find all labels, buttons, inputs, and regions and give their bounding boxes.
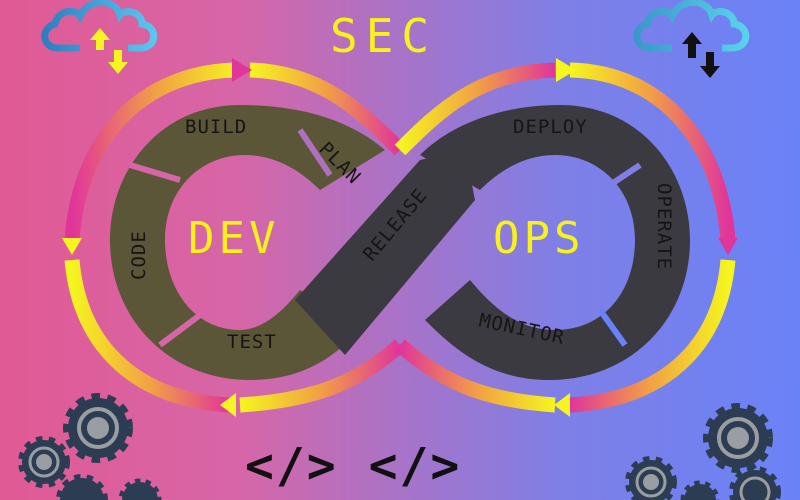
gears-icon-left (18, 393, 162, 500)
segment-dividers (129, 128, 642, 348)
ops-label: OPS (493, 213, 584, 264)
outer-arrows-right (394, 62, 736, 413)
outer-arrows-left (64, 62, 406, 413)
cloud-upload-download-icon-left (41, 0, 158, 74)
code-tags: </> </> (245, 438, 461, 494)
sec-title: SEC (330, 9, 437, 63)
gears-icon-right (625, 403, 781, 500)
stage-build: BUILD (185, 116, 247, 138)
dev-label: DEV (188, 213, 279, 264)
stage-operate: OPERATE (653, 183, 675, 270)
stage-code: CODE (128, 230, 150, 280)
release-band (295, 150, 475, 355)
cloud-upload-download-icon-right (633, 0, 750, 78)
arrow-heads (62, 58, 738, 417)
stage-test: TEST (227, 331, 277, 353)
stage-deploy: DEPLOY (513, 116, 588, 138)
